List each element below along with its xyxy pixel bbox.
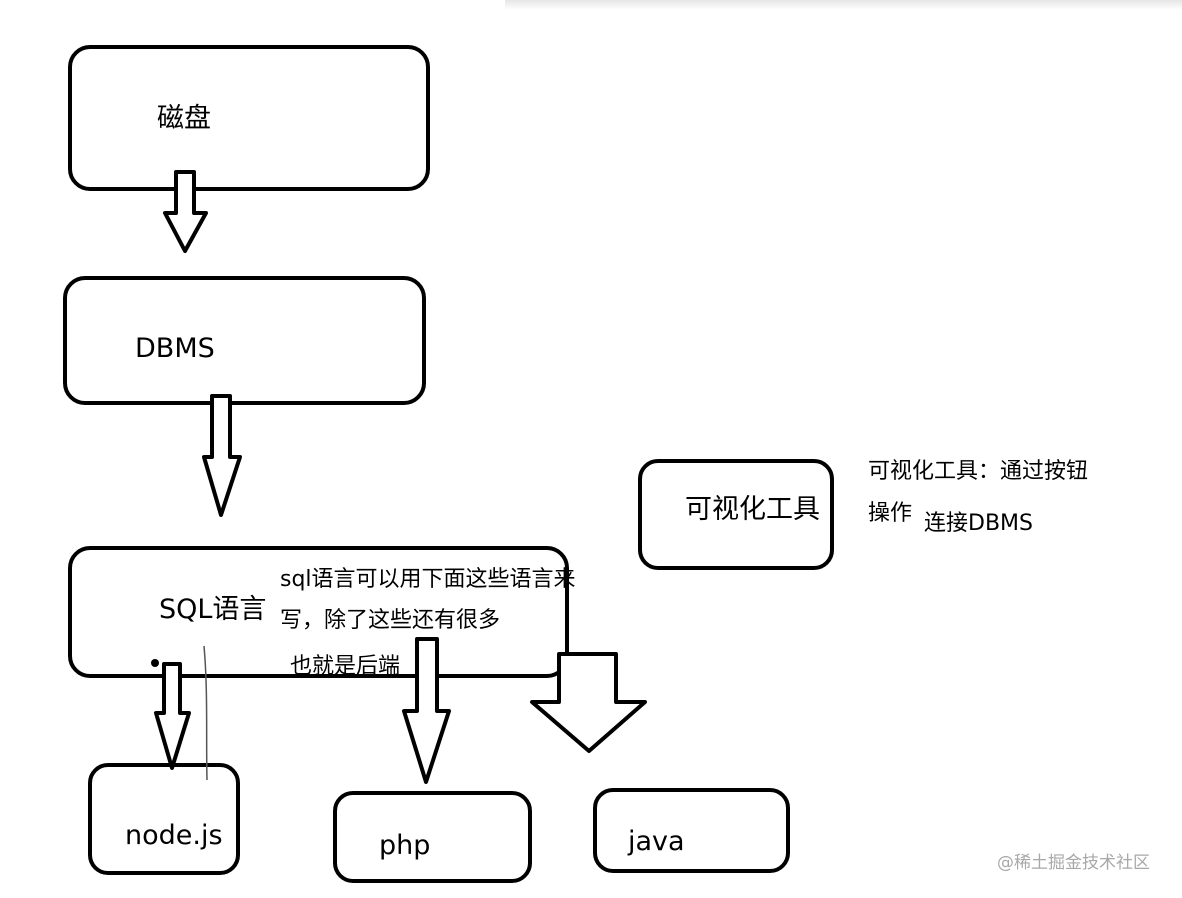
sql-label: SQL语言: [159, 594, 267, 625]
java-box: [593, 788, 790, 873]
nodejs-label: node.js: [125, 820, 223, 851]
nodejs-box: [88, 763, 240, 875]
tool-note-line3: 连接DBMS: [924, 511, 1033, 536]
tool-note-line1: 可视化工具：通过按钮: [868, 459, 1089, 484]
pen-dot-mark: [151, 659, 159, 667]
dbms-label: DBMS: [135, 333, 215, 364]
java-label: java: [628, 826, 685, 857]
sql-note-line2: 写，除了这些还有很多: [280, 608, 501, 633]
sql-note-line1: sql语言可以用下面这些语言来: [280, 567, 576, 592]
arrow-sql-to-php: [402, 637, 451, 784]
pen-stroke-mark: [203, 645, 208, 781]
tool-note-line2: 操作: [868, 501, 913, 526]
arrow-sql-to-nodejs: [154, 662, 191, 770]
arrow-dbms-to-sql: [202, 394, 242, 517]
watermark: @稀土掘金技术社区: [997, 853, 1150, 873]
php-box: [333, 791, 532, 883]
visual-tool-label: 可视化工具: [685, 494, 820, 525]
backend-note: 也就是后端: [290, 654, 401, 679]
visual-tool-box: [638, 459, 834, 570]
php-label: php: [379, 830, 431, 861]
dbms-box: [63, 276, 426, 405]
arrow-sql-to-java: [530, 652, 647, 753]
sql-box: [68, 546, 569, 678]
disk-label: 磁盘: [157, 103, 211, 134]
arrow-disk-to-dbms: [163, 170, 208, 253]
disk-box: [68, 45, 430, 191]
top-shadow-bar: [505, 0, 1182, 10]
